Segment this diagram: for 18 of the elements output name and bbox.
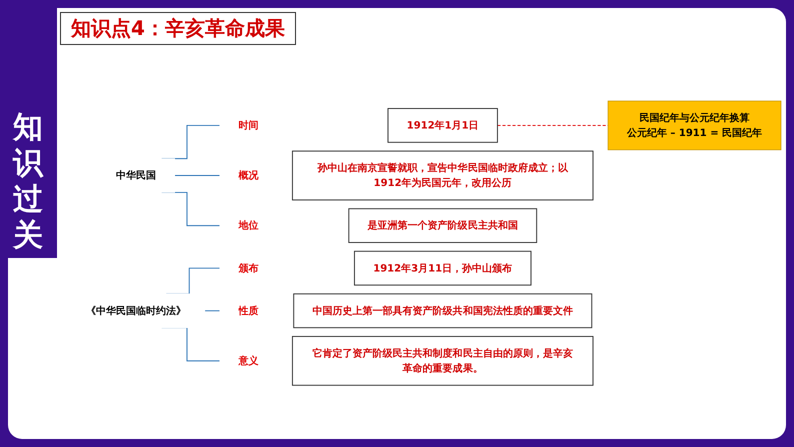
connector: [204, 310, 220, 312]
node-box: 孙中山在南京宣誓就职，宣告中华民国临时政府成立；以1912年为民国元年，改用公历: [292, 150, 594, 200]
node-text: 颁布: [238, 262, 259, 274]
node-box: 它肯定了资产阶级民主共和制度和民主自由的原则，是辛亥革命的重要成果。: [292, 336, 594, 386]
node-text: 意义: [238, 354, 259, 366]
node-box: 1912年3月11日，孙中山颁布: [354, 250, 532, 286]
connector: [496, 124, 608, 126]
node-text: 地位: [238, 219, 259, 232]
node-text: 性质: [238, 304, 259, 316]
node-box: 是亚洲第一个资产阶级民主共和国: [348, 208, 538, 243]
node-text: 概况: [238, 169, 259, 181]
node-box: 民国纪年与公元纪年换算 公元纪年 – 1911 = 民国纪年: [608, 100, 782, 150]
connector: [174, 174, 220, 176]
node-text: 时间: [238, 119, 259, 131]
title: 知识点4：辛亥革命成果: [60, 12, 296, 45]
side-label: 知识过关: [12, 110, 44, 254]
node-box: 中国历史上第一部具有资产阶级共和国宪法性质的重要文件: [293, 293, 592, 328]
node-box: 1912年1月1日: [388, 108, 498, 143]
